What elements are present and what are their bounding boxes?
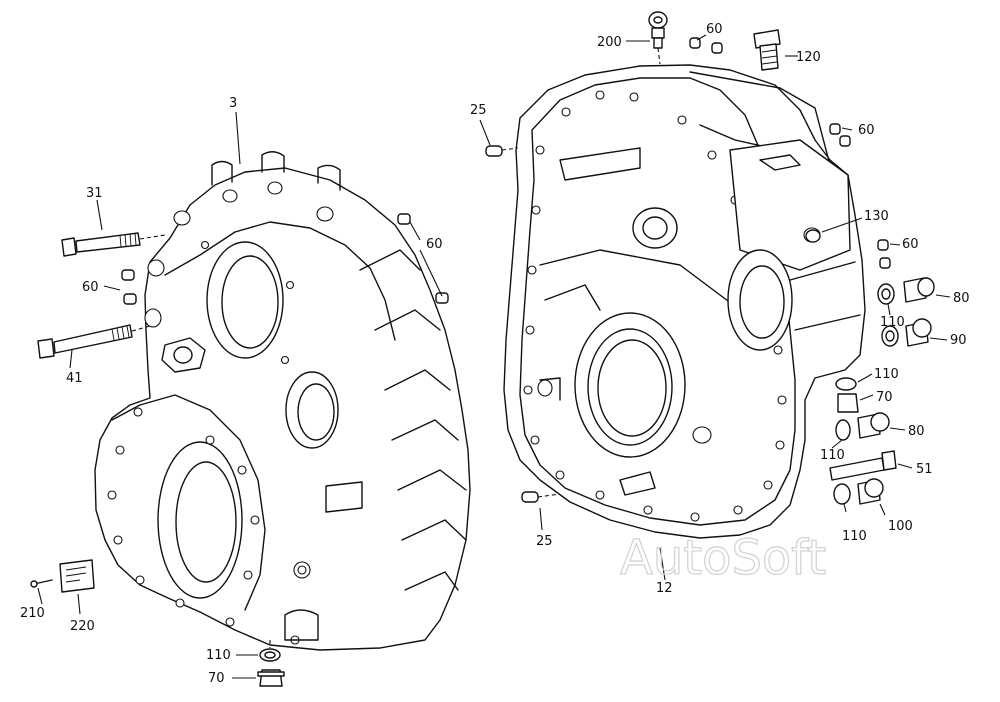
- sleeve-60-right: [829, 123, 891, 269]
- plug-130: [805, 229, 821, 243]
- nameplate-220: [59, 559, 95, 593]
- bolt-31: [61, 232, 141, 257]
- label-60-left: 60: [82, 280, 99, 295]
- label-41: 41: [66, 371, 83, 386]
- sleeve-60-top: [689, 37, 723, 54]
- dowel-25-bottom: [521, 491, 539, 503]
- plug-100: [857, 478, 884, 505]
- label-200: 200: [597, 35, 622, 50]
- label-110-c: 110: [874, 367, 899, 382]
- label-80-b: 80: [908, 424, 925, 439]
- plug-120: [753, 29, 781, 71]
- label-110-d: 110: [820, 448, 845, 463]
- washer-110-b: [881, 325, 899, 347]
- label-220: 220: [70, 619, 95, 634]
- label-110-bottom: 110: [206, 648, 231, 663]
- washer-110-e: [833, 483, 851, 505]
- dowel-25-top: [485, 145, 503, 157]
- washer-110-d: [835, 419, 851, 441]
- label-31: 31: [86, 186, 103, 201]
- housing-part-3: [94, 151, 471, 651]
- label-130: 130: [864, 209, 889, 224]
- label-90: 90: [950, 333, 967, 348]
- label-12: 12: [656, 581, 673, 596]
- label-110-e: 110: [842, 529, 867, 544]
- washer-110-c: [835, 377, 857, 391]
- plug-70-right: [837, 393, 859, 413]
- eye-bolt-200: [648, 11, 668, 49]
- label-60-top: 60: [706, 22, 723, 37]
- label-100: 100: [888, 519, 913, 534]
- washer-110-a: [877, 283, 895, 305]
- sleeve-60-left: [121, 213, 449, 305]
- label-51: 51: [916, 462, 933, 477]
- bolt-51: [829, 450, 897, 481]
- label-70-bottom: 70: [208, 671, 225, 686]
- plug-80-a: [903, 277, 935, 303]
- label-25-bottom: 25: [536, 534, 553, 549]
- label-210: 210: [20, 606, 45, 621]
- label-3: 3: [229, 96, 237, 111]
- label-60-right: 60: [858, 123, 875, 138]
- label-70-right: 70: [876, 390, 893, 405]
- label-25-top: 25: [470, 103, 487, 118]
- plug-70-bottom: [257, 669, 285, 687]
- housing-part-12: [503, 64, 866, 539]
- plug-90: [905, 318, 932, 347]
- label-120: 120: [796, 50, 821, 65]
- label-80-a: 80: [953, 291, 970, 306]
- bolt-41: [37, 324, 133, 359]
- label-60-left-2: 60: [426, 237, 443, 252]
- plug-80-b: [857, 412, 890, 439]
- label-110-b: 110: [880, 315, 905, 330]
- washer-110-bottom: [259, 648, 281, 662]
- pin-210: [30, 579, 53, 588]
- watermark-autosoft: AutoSoft: [620, 530, 826, 586]
- label-60-right-2: 60: [902, 237, 919, 252]
